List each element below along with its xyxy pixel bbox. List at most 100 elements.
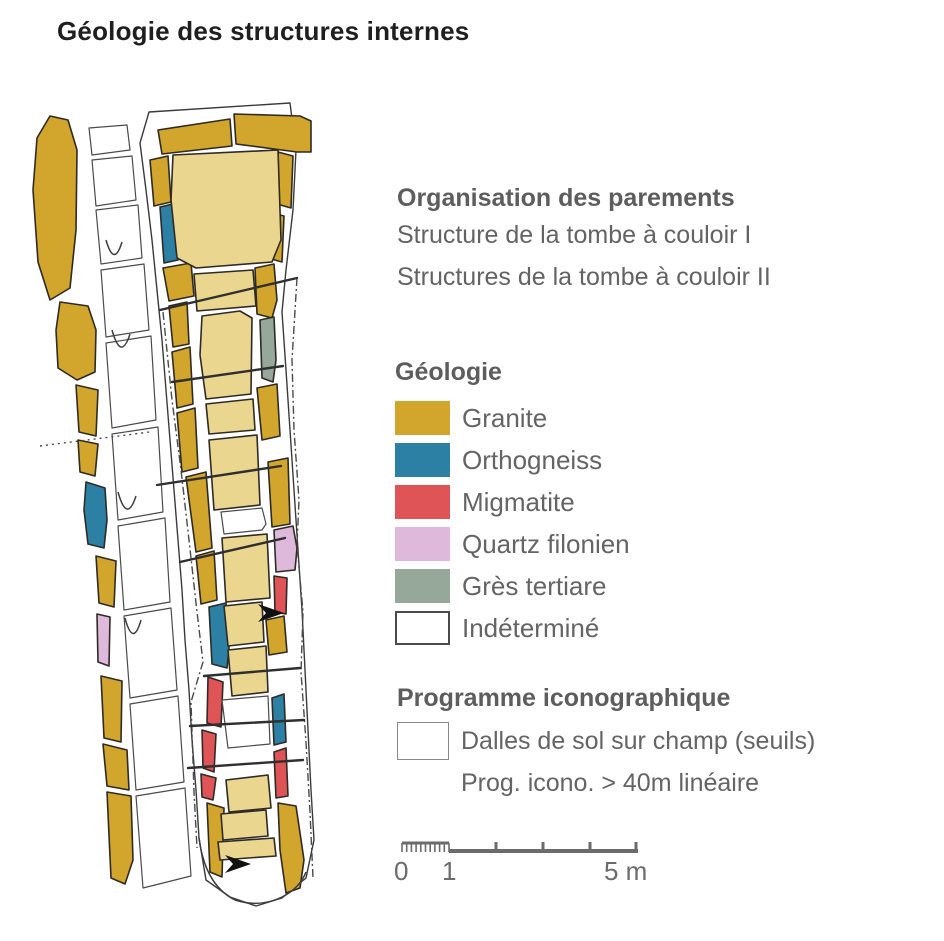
section-line	[202, 666, 302, 678]
programme-block: Programme iconographique Dalles de sol s…	[397, 684, 815, 798]
stone-granite	[254, 263, 278, 319]
legend-item-indetermine: Indéterminé	[395, 607, 630, 649]
stone-white	[117, 517, 171, 611]
section-line	[158, 276, 299, 312]
figure-title: Géologie des structures internes	[57, 16, 470, 46]
legend-swatch-gres	[395, 569, 450, 603]
legend-item-quartz: Quartz filonien	[395, 523, 630, 565]
programme-label-line1: Dalles de sol sur champ (seuils)	[461, 726, 816, 755]
sketch-curve	[198, 837, 236, 901]
legend-swatch-indetermine	[395, 611, 450, 645]
stone-granite	[77, 439, 99, 477]
section-line	[170, 364, 285, 384]
stone-slab	[225, 774, 272, 813]
stone-slab	[205, 398, 256, 435]
stone-granite	[256, 383, 281, 441]
legend-label-quartz: Quartz filonien	[462, 528, 630, 559]
stone-granite	[75, 384, 99, 437]
north-arrow-icon	[258, 604, 284, 622]
scale-bar: 0 1 5 m	[394, 841, 647, 886]
stone-migmatite	[200, 773, 217, 801]
section-line	[155, 464, 283, 487]
stone-migmatite	[206, 676, 224, 728]
geology-legend-rows: Granite Orthogneiss Migmatite Quartz fil…	[395, 397, 630, 649]
stone-granite	[55, 301, 97, 381]
legend-swatch-granite	[395, 401, 450, 435]
stone-granite	[233, 113, 312, 153]
stone-white	[91, 155, 137, 207]
stone-granite	[195, 550, 218, 605]
organisation-heading: Organisation des parements	[397, 184, 735, 212]
stone-orthogneiss	[271, 693, 287, 746]
dotted-guide	[39, 431, 151, 447]
sketch-curve	[111, 329, 131, 348]
programme-swatch	[397, 722, 449, 760]
structure-1-label: Structure de la tombe à couloir I	[397, 221, 752, 249]
stone-granite	[32, 115, 78, 301]
stone-gres	[259, 316, 277, 383]
stone-orthogneiss	[83, 481, 108, 549]
stone-slab	[199, 310, 253, 400]
structure-2-label: Structures de la tombe à couloir II	[397, 263, 771, 291]
legend-label-gres: Grès tertiare	[462, 570, 607, 601]
legend-item-migmatite: Migmatite	[395, 481, 630, 523]
legend-item-granite: Granite	[395, 397, 630, 439]
stone-white	[123, 607, 178, 699]
stone-granite	[102, 743, 130, 791]
section-guides-layer	[39, 277, 314, 879]
legend-item-gres: Grès tertiare	[395, 565, 630, 607]
stone-white	[105, 335, 157, 429]
stone-white	[95, 204, 143, 265]
section-lines-layer	[155, 276, 306, 770]
stone-granite	[176, 407, 199, 473]
stone-quartz	[96, 613, 111, 667]
stone-white	[88, 124, 131, 156]
stone-granite	[171, 346, 194, 409]
stone-granite	[267, 457, 291, 528]
stone-granite	[277, 802, 305, 894]
section-line	[178, 536, 287, 564]
sketch-curve	[105, 239, 123, 256]
stone-granite	[185, 471, 213, 553]
programme-label-line2: Prog. icono. > 40m linéaire	[461, 769, 760, 797]
organisation-block: Organisation des parements Structure de …	[397, 184, 771, 297]
stone-migmatite	[273, 747, 289, 799]
stone-granite	[95, 555, 117, 608]
sketch-curve	[124, 617, 142, 635]
stone-granite	[168, 301, 190, 348]
section-line	[188, 718, 306, 728]
legend-item-orthogneiss: Orthogneiss	[395, 439, 630, 481]
stone-migmatite	[273, 575, 288, 615]
stone-granite	[149, 155, 172, 207]
scale-label-5m: 5 m	[604, 856, 647, 886]
geology-legend-block: Géologie Granite Orthogneiss Migmatite Q…	[395, 358, 630, 649]
stone-white	[100, 263, 150, 338]
sketch-curve	[117, 491, 137, 510]
dash-dot-guide	[162, 311, 204, 849]
legend-label-indetermine: Indéterminé	[462, 612, 600, 643]
stone-slab	[170, 149, 282, 269]
stone-granite	[106, 791, 134, 885]
legend-swatch-quartz	[395, 527, 450, 561]
stone-slab	[223, 601, 265, 647]
sketch-curve	[234, 896, 283, 905]
legend-label-orthogneiss: Orthogneiss	[462, 444, 603, 475]
stone-white	[111, 426, 164, 521]
legend-swatch-orthogneiss	[395, 443, 450, 477]
programme-legend-row: Dalles de sol sur champ (seuils)	[397, 722, 815, 760]
stone-slab	[227, 645, 269, 697]
scale-label-1: 1	[442, 856, 456, 886]
legend-label-granite: Granite	[462, 402, 548, 433]
stone-slab	[221, 533, 271, 603]
stone-slab	[217, 837, 277, 861]
stone-granite	[265, 615, 288, 656]
stone-quartz	[273, 525, 298, 573]
scale-label-0: 0	[394, 856, 408, 886]
stone-white	[220, 507, 267, 535]
geology-heading: Géologie	[395, 358, 502, 386]
stone-white	[135, 787, 192, 889]
stone-granite	[100, 675, 123, 743]
stone-migmatite	[201, 729, 217, 773]
